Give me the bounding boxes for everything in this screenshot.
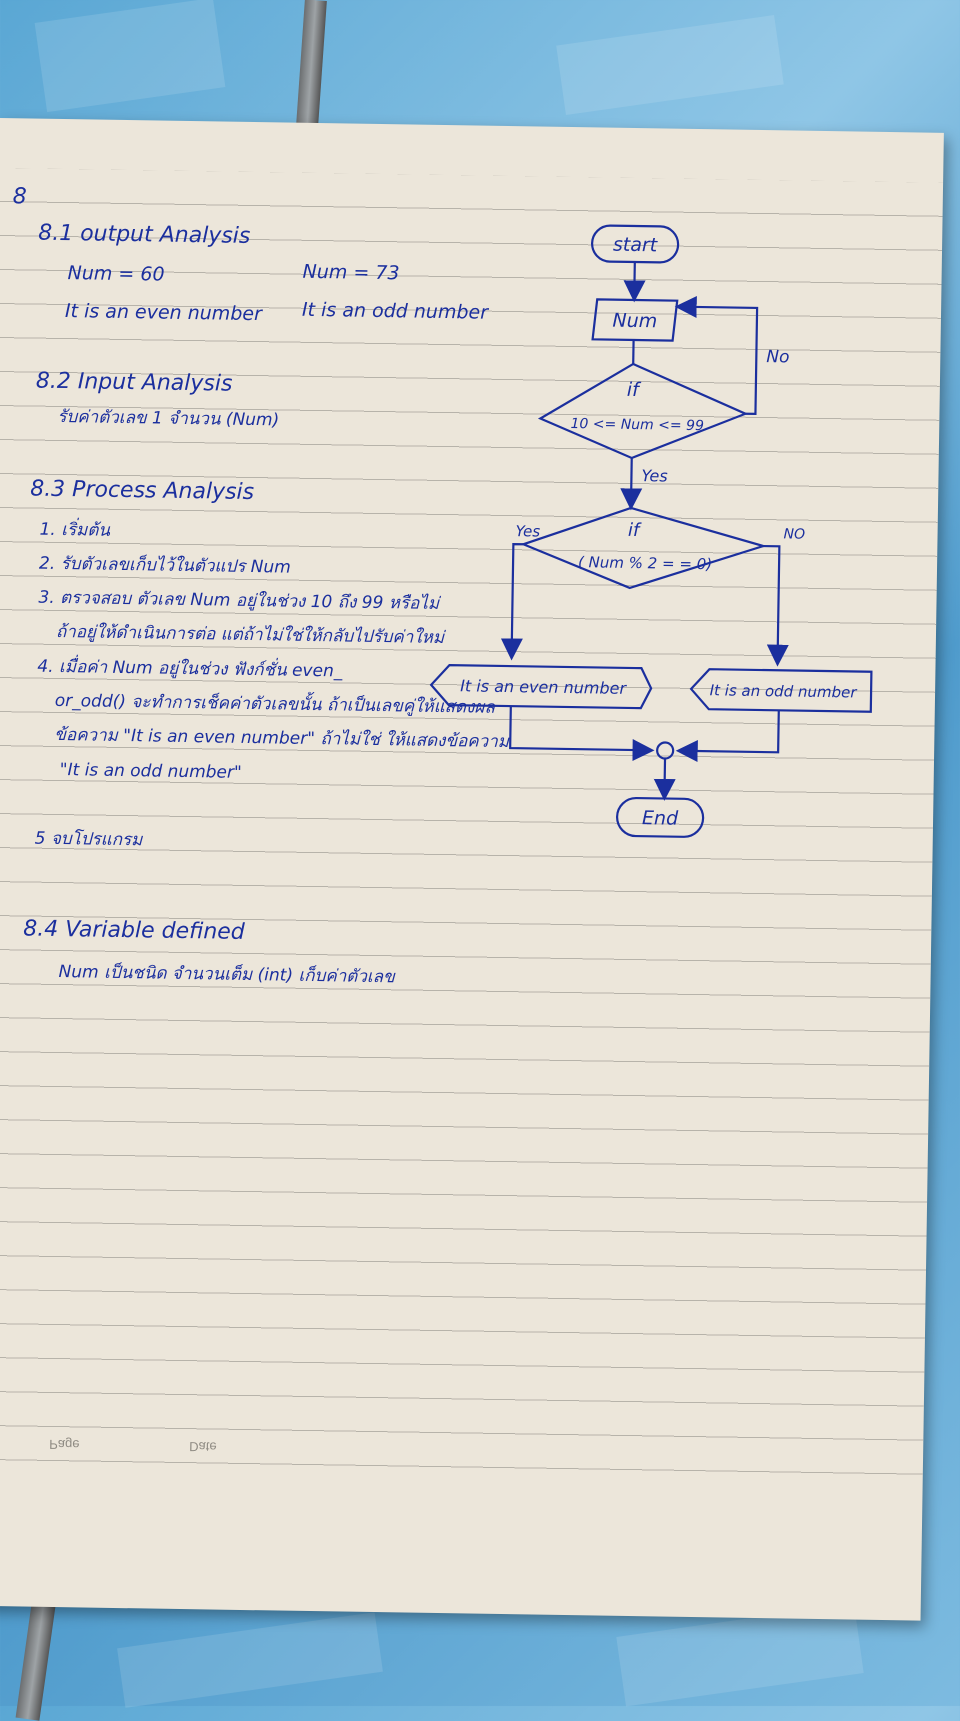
yes1-label: Yes [641,466,667,485]
yes-branch [512,544,524,656]
odd-output-label: It is an odd number [710,681,858,701]
if1-condition: 10 <= Num <= 99 [570,416,704,434]
if2-label: if [628,520,642,541]
footer-page-label: Page [49,1437,80,1452]
no1-label: No [766,347,789,367]
no-branch [762,546,780,662]
yes2-label: Yes [515,522,540,540]
footer-date-label: Date [189,1439,217,1454]
background-tile [35,0,226,112]
connector [664,759,665,797]
wooden-stick [295,0,327,141]
merge-connector [657,742,673,758]
decision-1 [540,363,746,460]
notebook-page: 8 8.1 output Analysis Num = 60 Num = 73 … [0,118,944,1621]
start-label: start [613,234,659,257]
if2-condition: ( Num % 2 = = 0) [578,553,712,573]
background-tile [117,1612,383,1708]
if1-label: if [627,379,643,401]
decision-2 [523,506,764,590]
merge-left [510,706,651,750]
no-loop [677,307,757,414]
connector [634,262,635,298]
background-tile [556,15,784,115]
merge-right [680,709,779,753]
connector [631,458,632,506]
no2-label: NO [783,526,805,542]
even-output-label: It is an even number [460,676,628,698]
flowchart: start Num if 10 <= Num <= 99 No Yes if (… [0,118,944,1033]
end-label: End [642,807,679,830]
input-label: Num [612,310,657,333]
